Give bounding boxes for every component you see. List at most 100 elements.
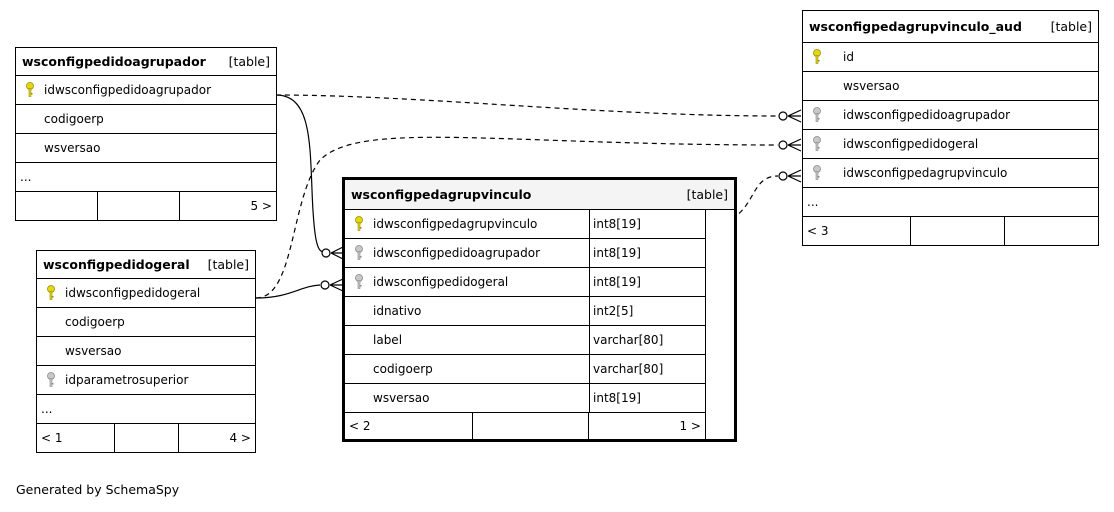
column-type: int8[19]: [589, 210, 706, 238]
link-end-circle: [320, 280, 330, 290]
primary-key-icon: [345, 216, 373, 232]
foreign-key-icon: [37, 372, 65, 388]
more-columns: ...: [37, 395, 255, 424]
table-type: [table]: [228, 54, 270, 69]
link-end-crowfoot: [787, 169, 802, 183]
column-name: codigoerp: [373, 362, 433, 376]
table-header: wsconfigpedagrupvinculo [table]: [345, 180, 734, 210]
link-end-crowfoot: [329, 278, 344, 292]
column-type: int8[19]: [589, 384, 706, 412]
table-wsconfigpedidoagrupador[interactable]: wsconfigpedidoagrupador [table] idwsconf…: [15, 47, 277, 221]
link-end-circle: [321, 248, 331, 258]
table-name[interactable]: wsconfigpedagrupvinculo_aud: [809, 19, 1022, 34]
children-count[interactable]: 4 >: [229, 431, 251, 445]
column-row[interactable]: idwsconfigpedidoagrupador: [803, 101, 1098, 130]
column-name: idwsconfigpedidoagrupador: [843, 108, 1011, 122]
link-geral-aud: [255, 136, 779, 299]
table-header: wsconfigpedidoagrupador [table]: [16, 48, 276, 76]
table-name[interactable]: wsconfigpedidoagrupador: [22, 54, 206, 69]
column-name: idwsconfigpedidoagrupador: [373, 246, 541, 260]
table-footer: < 2 1 >: [345, 413, 706, 439]
column-row[interactable]: wsversao: [16, 134, 276, 163]
generated-by-label: Generated by SchemaSpy: [16, 482, 180, 497]
footer-cell: [115, 424, 179, 452]
column-type: int8[19]: [589, 239, 706, 267]
column-row[interactable]: idwsconfigpedagrupvinculo: [803, 159, 1098, 188]
column-row[interactable]: id: [803, 43, 1098, 72]
column-type: varchar[80]: [589, 355, 706, 383]
column-row[interactable]: wsversao: [803, 72, 1098, 101]
column-name: label: [373, 333, 403, 347]
column-row[interactable]: idwsconfigpedidoagrupador int8[19]: [345, 239, 706, 268]
column-row[interactable]: idparametrosuperior: [37, 366, 255, 395]
primary-key-icon: [37, 285, 65, 301]
table-wsconfigpedagrupvinculo[interactable]: wsconfigpedagrupvinculo [table] idwsconf…: [342, 177, 737, 442]
column-type: int8[19]: [589, 268, 706, 296]
link-end-crowfoot: [787, 109, 802, 123]
footer-cell: [98, 192, 180, 220]
column-name: codigoerp: [65, 315, 125, 329]
foreign-key-icon: [345, 274, 373, 290]
column-row[interactable]: codigoerp: [16, 105, 276, 134]
table-type: [table]: [686, 187, 728, 202]
column-name: wsversao: [65, 344, 122, 358]
more-columns: ...: [16, 163, 276, 192]
column-name: idwsconfigpedidogeral: [843, 137, 979, 151]
column-row[interactable]: codigoerp: [37, 308, 255, 337]
table-footer: 5 >: [16, 192, 276, 220]
column-type: int2[5]: [589, 297, 706, 325]
column-row[interactable]: idwsconfigpedidogeral: [37, 279, 255, 308]
column-name: codigoerp: [44, 112, 104, 126]
footer-cell: [473, 413, 589, 439]
table-header: wsconfigpedidogeral [table]: [37, 251, 255, 279]
column-row[interactable]: idwsconfigpedidoagrupador: [16, 76, 276, 105]
link-end-circle: [778, 140, 788, 150]
column-row[interactable]: idnativo int2[5]: [345, 297, 706, 326]
link-end-circle: [778, 171, 788, 181]
foreign-key-icon: [345, 245, 373, 261]
column-name: wsversao: [373, 391, 430, 405]
column-name: idwsconfigpedidogeral: [65, 286, 201, 300]
table-name[interactable]: wsconfigpedagrupvinculo: [351, 187, 532, 202]
link-agrupador-aud: [275, 94, 779, 117]
column-name: idwsconfigpedagrupvinculo: [373, 217, 538, 231]
column-type: varchar[80]: [589, 326, 706, 354]
column-name: idnativo: [373, 304, 422, 318]
link-vinculo-aud: [705, 175, 779, 227]
table-name[interactable]: wsconfigpedidogeral: [43, 257, 190, 272]
column-row[interactable]: label varchar[80]: [345, 326, 706, 355]
foreign-key-icon: [803, 107, 831, 123]
children-count[interactable]: 5 >: [250, 199, 272, 213]
foreign-key-icon: [803, 136, 831, 152]
link-agrupador-vinculo: [275, 94, 325, 253]
column-row[interactable]: wsversao int8[19]: [345, 384, 706, 413]
column-row[interactable]: idwsconfigpedidogeral int8[19]: [345, 268, 706, 297]
column-name: wsversao: [44, 141, 101, 155]
primary-key-icon: [803, 49, 831, 65]
link-geral-vinculo: [255, 284, 321, 299]
column-name: idwsconfigpedidogeral: [373, 275, 509, 289]
link-end-crowfoot: [330, 246, 344, 260]
children-count[interactable]: 1 >: [589, 413, 706, 439]
primary-key-icon: [16, 82, 44, 98]
column-name: idwsconfigpedagrupvinculo: [843, 166, 1008, 180]
foreign-key-icon: [803, 165, 831, 181]
column-name: wsversao: [843, 79, 900, 93]
table-footer: < 1 4 >: [37, 424, 255, 452]
column-row[interactable]: idwsconfigpedidogeral: [803, 130, 1098, 159]
column-row[interactable]: wsversao: [37, 337, 255, 366]
column-name: id: [843, 50, 854, 64]
table-footer: < 3: [803, 217, 1098, 245]
link-end-crowfoot: [787, 138, 802, 152]
parents-count[interactable]: < 2: [345, 413, 473, 439]
column-row[interactable]: codigoerp varchar[80]: [345, 355, 706, 384]
column-row[interactable]: idwsconfigpedagrupvinculo int8[19]: [345, 210, 706, 239]
table-wsconfigpedidogeral[interactable]: wsconfigpedidogeral [table] idwsconfigpe…: [36, 250, 256, 453]
table-type: [table]: [207, 257, 249, 272]
parents-count[interactable]: < 1: [37, 424, 115, 452]
parents-count[interactable]: < 3: [803, 217, 911, 245]
more-columns: ...: [803, 188, 1098, 217]
parents-count[interactable]: [16, 192, 98, 220]
table-wsconfigpedagrupvinculo_aud[interactable]: wsconfigpedagrupvinculo_aud [table] id w…: [802, 10, 1099, 246]
